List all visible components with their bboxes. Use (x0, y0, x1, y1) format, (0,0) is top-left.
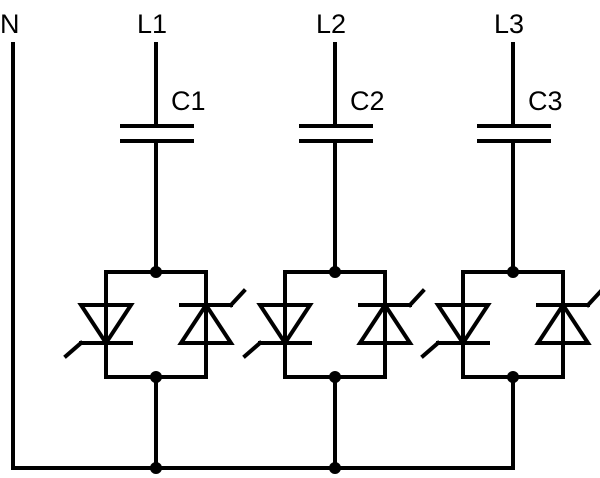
neutral-label: N (0, 9, 20, 39)
thyristor-down-gate (420, 340, 441, 359)
phase-branch-3: L3 C3 (420, 9, 600, 470)
line-label: L2 (316, 9, 346, 39)
thyristor-up-gate (407, 288, 426, 308)
phase-branch-2: L2 C2 (242, 9, 426, 474)
line-label: L1 (137, 9, 167, 39)
thyristor-up-gate (585, 289, 600, 308)
bus-junction-dot (150, 462, 162, 474)
line-label: L3 (494, 9, 524, 39)
thyristor-up-gate (228, 288, 247, 308)
phase-branch-1: L1 C1 (63, 9, 247, 474)
capacitor-label: C1 (171, 86, 206, 116)
thyristor-up-icon (534, 301, 592, 345)
thyristor-up-icon (356, 301, 414, 345)
thyristor-down-gate (242, 340, 263, 359)
thyristor-up-icon (177, 301, 235, 345)
capacitor-label: C3 (528, 86, 563, 116)
thyristor-down-gate (63, 340, 84, 359)
bus-junction-dot (329, 462, 341, 474)
thyristor-down-icon (256, 303, 314, 347)
thyristor-down-icon (434, 303, 492, 347)
thyristor-down-icon (77, 303, 135, 347)
capacitor-label: C2 (350, 86, 385, 116)
